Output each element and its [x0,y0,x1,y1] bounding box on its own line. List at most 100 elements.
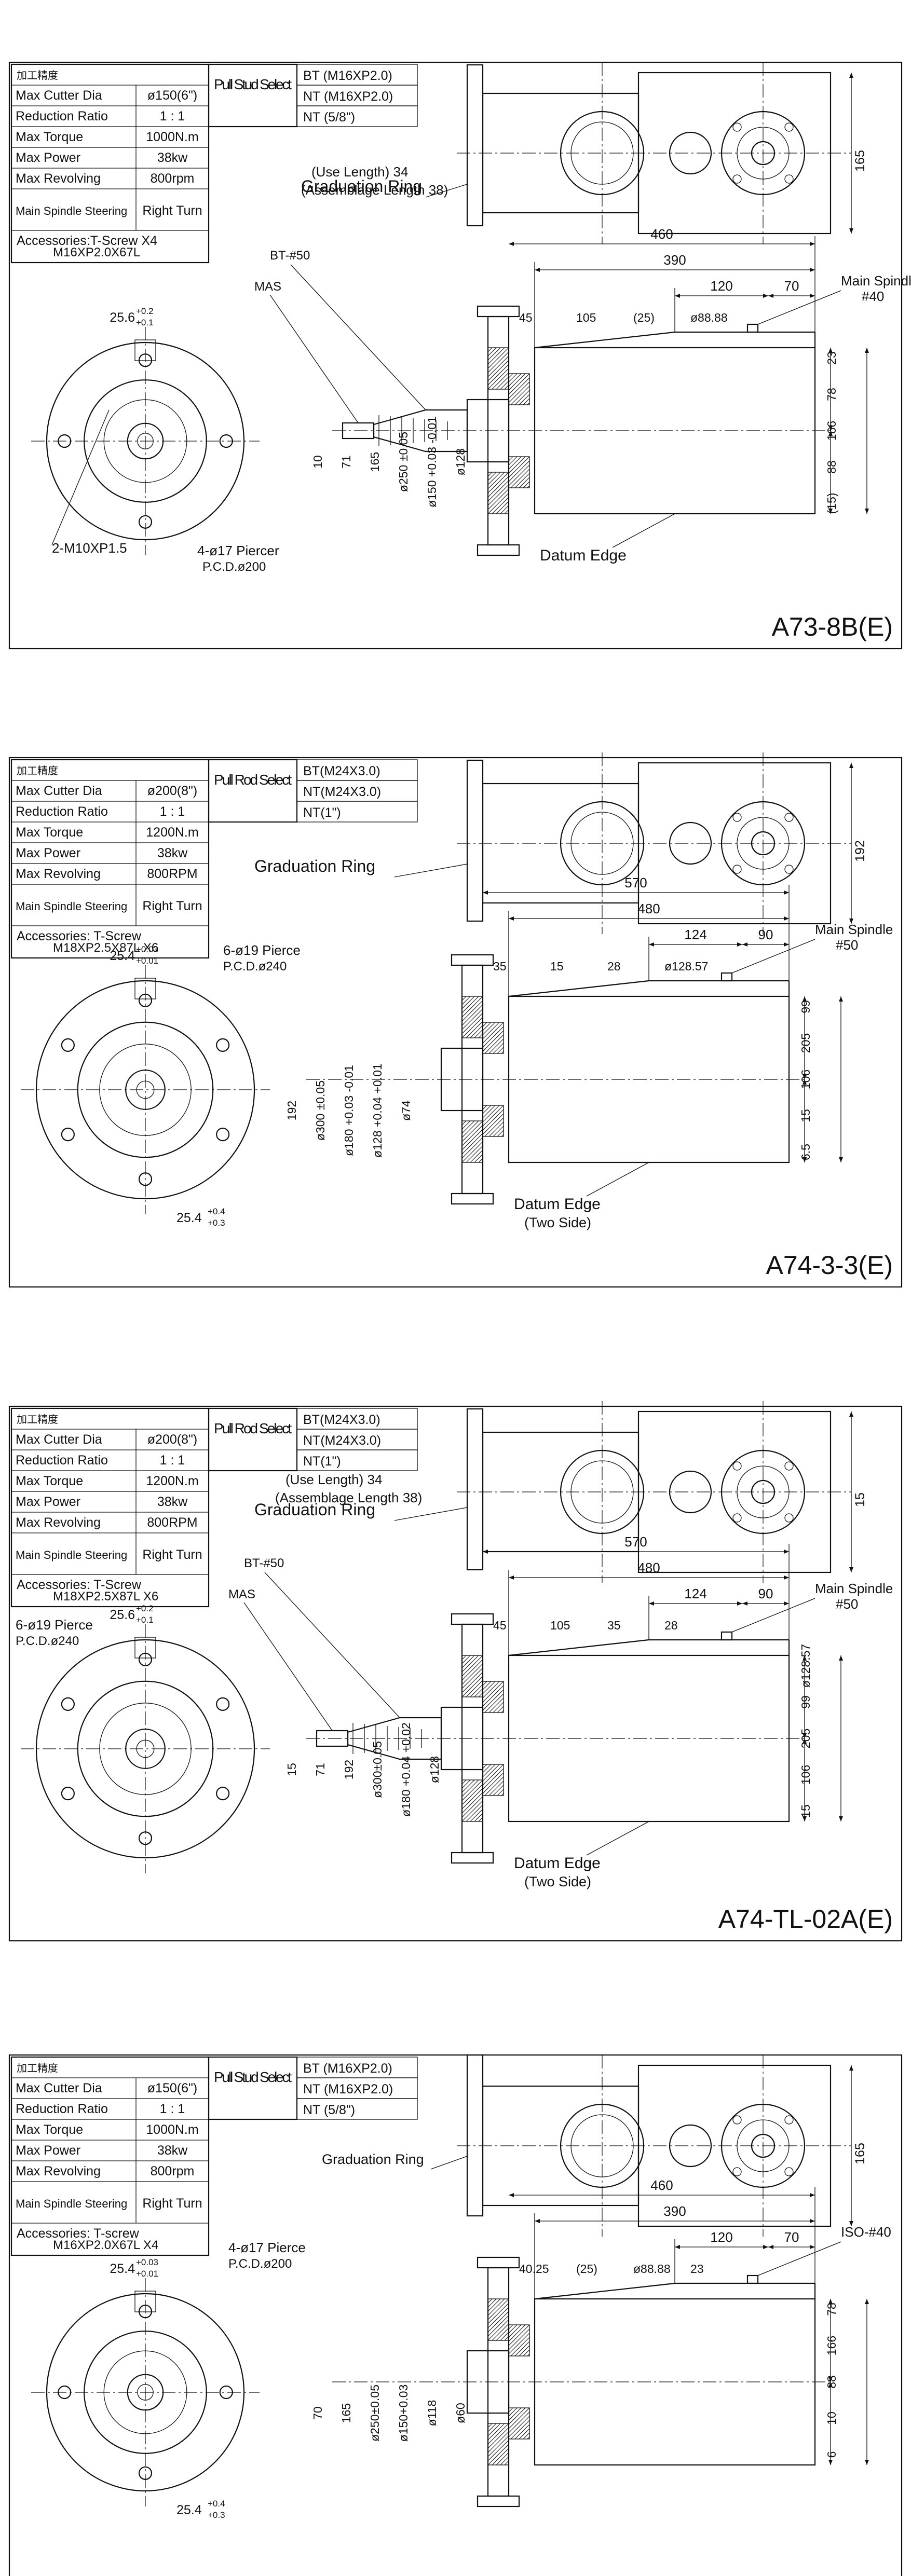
front-view: 25.6+0.2+0.14-ø17 PiercerP.C.D.ø2002-M10… [31,306,279,574]
pull-option: NT (5/8") [303,2103,355,2117]
leader-line [731,939,815,974]
hatch-line [446,2299,488,2340]
hatch-line [509,2325,522,2338]
hatch-line [497,1130,504,1136]
hatch-line [483,1022,500,1039]
tolerance-upper: +0.4 [208,2499,225,2509]
section-part [461,996,483,1038]
hatch-line [483,1022,496,1035]
leader-line [586,1821,649,1856]
dim-d18: ø74 [399,1100,413,1121]
flange-plate [466,64,484,227]
pierce-label: 6-ø19 Pierce [223,942,301,958]
section-part [461,1120,483,1163]
pierce-hole [61,1038,75,1052]
hatch-line [488,472,501,485]
dim-d10: 205 [799,1033,812,1053]
section-part [487,347,509,390]
hatch-line [488,492,509,514]
hatch-line [466,1680,483,1697]
spec-table-header: 加工精度 [17,2062,58,2074]
bolt-hole [732,174,742,184]
dim-spindle-offset: 124 [684,1586,706,1601]
hatch-line [462,1676,483,1697]
dim-d16: ø180 +0.03 -0.01 [342,1065,356,1156]
section-part [487,2423,509,2465]
pierce-label: 4-ø17 Pierce [228,2240,306,2255]
hatch-line [492,372,509,389]
hatch-line [462,1121,467,1126]
hatch-line [462,1121,475,1134]
section-part [482,1764,504,1796]
hatch-line [488,348,501,361]
hatch-line [483,1022,492,1031]
hatch-line [514,390,529,405]
hatch-line [509,457,526,474]
hatch-line [462,1008,483,1030]
dim-d14: 10 [311,455,324,469]
hatch-line [504,509,509,514]
graduation-ring-label: Graduation Ring [322,2152,424,2167]
section-hatch [462,1121,483,1162]
dim-d15: 71 [314,1763,327,1776]
hatch-line [420,1780,462,1821]
hatch-line [462,1780,471,1789]
hatch-line [488,2423,493,2428]
section-part [482,1105,504,1137]
hatch-line [462,1125,483,1146]
spec-label: Main Spindle Steering [16,1549,127,1561]
hatch-line [446,348,488,389]
dim-d12: 88 [825,460,838,474]
spec-value: 38kw [157,1495,188,1509]
dim-spindle-end: 70 [784,2229,799,2245]
hatch-line [483,1113,504,1135]
spec-value: ø150(6") [147,88,197,103]
mas-label: MAS [228,1587,255,1601]
line [508,980,649,997]
hatch-line [462,1780,475,1793]
hatch-line [493,1702,504,1712]
dim-body-length: 390 [663,2203,686,2219]
section-hatch [488,2423,509,2465]
hatch-line [483,1685,504,1707]
hatch-line [488,484,509,506]
leader-line [269,294,359,423]
hatch-line [509,2411,529,2433]
hatch-line [509,460,529,482]
hatch-line [462,1663,483,1685]
hatch-line [488,2423,505,2441]
hatch-line [504,385,509,389]
spec-table-border [10,2056,210,2256]
hatch-line [510,2337,529,2356]
flange-plate [466,759,484,922]
dim-d19: ø128 [428,1756,441,1783]
pierce-hole [216,1128,230,1142]
hatch-line [462,1000,483,1022]
dim-d15: ø300 ±0.05 [314,1080,327,1141]
spec-label: Max Cutter Dia [16,1432,102,1447]
hatch-line [488,2423,497,2432]
bolt-hole [784,2115,794,2125]
section-hatch [483,1022,504,1053]
hatch-line [478,1692,483,1697]
spindle-number-label: #50 [836,937,858,953]
hatch-line [474,1813,483,1821]
dim-d9: 23 [825,351,838,365]
hatch-line [488,348,497,357]
hatch-line [488,480,509,502]
hatch-line [488,2307,509,2328]
pull-option-cell [296,105,418,127]
hatch-line [483,1030,504,1052]
hatch-line [488,2299,509,2320]
hatch-line [483,1772,504,1794]
hatch-line [488,2303,509,2324]
spec-label: Max Cutter Dia [16,88,102,103]
section-part [482,1022,504,1054]
hatch-line [483,1022,504,1044]
dim-height: 165 [853,150,867,172]
accessories-spec: M16XP2.0X67L X4 [53,2238,158,2252]
spec-label: Max Power [16,2143,80,2158]
dim-height: 165 [853,2143,867,2164]
section-hatch [420,1780,483,1821]
